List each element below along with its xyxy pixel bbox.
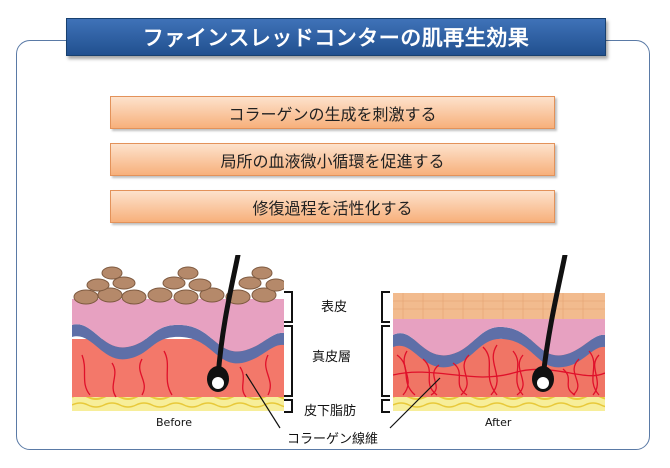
label-collagen-fibers: コラーゲン線維	[287, 432, 379, 447]
hair-after	[540, 255, 568, 380]
skin-diagram-after	[393, 255, 605, 411]
layer-bracket-left	[284, 291, 293, 413]
hair-before	[215, 255, 241, 380]
epidermis-smooth-after	[393, 293, 605, 319]
caption-after: After	[485, 416, 512, 429]
label-subcutaneous-fat: 皮下脂肪	[304, 404, 357, 419]
caption-before: Before	[156, 416, 192, 429]
page-title: ファインスレッドコンターの肌再生効果	[66, 18, 606, 56]
collagen-fibers-after	[393, 344, 605, 396]
label-dermis: 真皮層	[312, 350, 352, 365]
basal-layer-before	[72, 324, 284, 364]
collagen-fibers-before	[81, 350, 271, 398]
effect-item-collagen: コラーゲンの生成を刺激する	[110, 96, 555, 129]
epidermis-layer-before	[72, 299, 284, 352]
effect-item-repair: 修復過程を活性化する	[110, 190, 555, 223]
skin-diagram-before	[72, 255, 284, 411]
label-epidermis: 表皮	[321, 300, 348, 315]
collagen-pointer-lines	[245, 373, 441, 429]
layer-bracket-right	[381, 291, 390, 413]
effect-item-microcirculation: 局所の血液微小循環を促進する	[110, 143, 555, 176]
epidermis-cells-before	[73, 266, 284, 305]
basal-layer-after	[393, 326, 605, 368]
